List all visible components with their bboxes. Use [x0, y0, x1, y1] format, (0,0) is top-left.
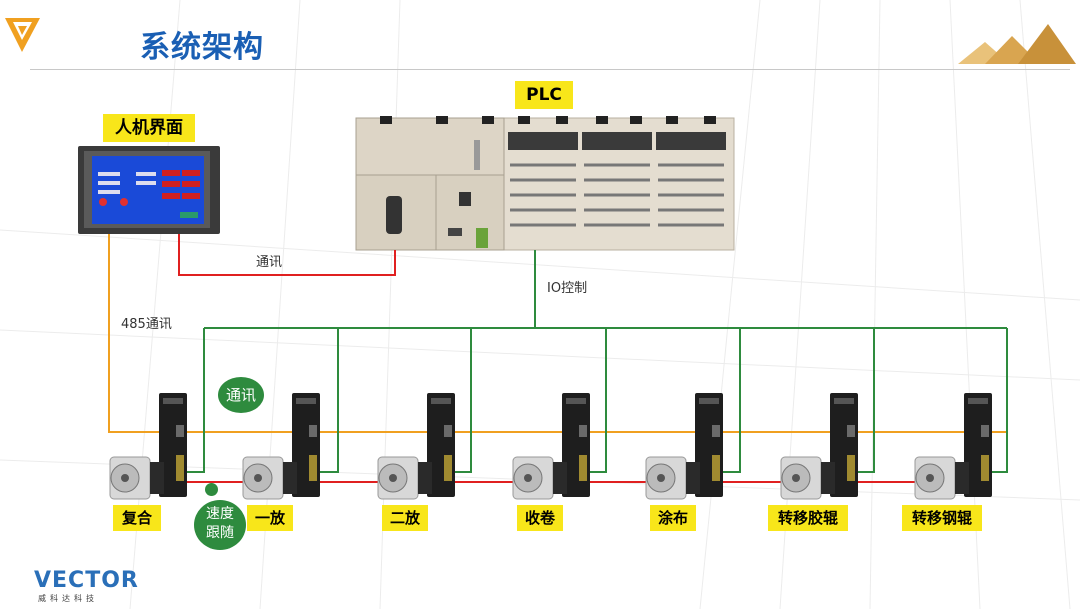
drive-port	[712, 425, 720, 437]
vector-logo: VECTOR	[34, 568, 139, 593]
motor-encoder	[821, 462, 835, 494]
rs485-label: 485通讯	[121, 317, 172, 332]
drive-terminal	[444, 455, 452, 481]
speed-follow-line1: 速度	[206, 506, 234, 522]
drive-port	[847, 425, 855, 437]
io-drop-line	[455, 328, 472, 473]
corner-logo-icon	[5, 18, 40, 52]
io-drop-line	[723, 328, 741, 473]
motor-encoder	[283, 462, 297, 494]
motor-shaft	[254, 474, 262, 482]
comm-bubble: 通讯	[218, 377, 264, 413]
drive-port	[981, 425, 989, 437]
comm-bubble-text: 通讯	[225, 386, 256, 404]
axis-label: 转移胶辊	[768, 505, 848, 531]
motor-encoder	[418, 462, 432, 494]
motor-shaft	[926, 474, 934, 482]
drive-terminal	[579, 455, 587, 481]
drive-port	[579, 425, 587, 437]
hmi-device	[78, 146, 220, 234]
axis-label: 涂布	[650, 505, 696, 531]
drive-port	[309, 425, 317, 437]
bubble-dot-small	[205, 483, 218, 496]
motor-encoder	[686, 462, 700, 494]
drive-display	[968, 398, 988, 404]
drive-display	[834, 398, 854, 404]
motor-shaft	[657, 474, 665, 482]
speed-follow-line2: 跟随	[206, 525, 234, 541]
mountain-decoration-icon	[958, 24, 1076, 64]
io-drop-line	[187, 328, 205, 473]
io-drop-line	[992, 328, 1008, 473]
axis-label: 二放	[382, 505, 428, 531]
io-control-label: IO控制	[547, 281, 588, 296]
drive-display	[566, 398, 586, 404]
io-drop-line	[320, 328, 339, 473]
title-divider	[30, 69, 1070, 70]
vector-logo-subtitle: 威科达科技	[38, 594, 98, 603]
drive-terminal	[847, 455, 855, 481]
io-drop-line	[590, 328, 607, 473]
drive-port	[176, 425, 184, 437]
io-drop-line	[858, 328, 875, 473]
hmi-plc-comm-line	[178, 234, 396, 276]
drive-display	[163, 398, 183, 404]
motor-shaft	[792, 474, 800, 482]
servo-axes	[109, 328, 1008, 500]
drive-terminal	[981, 455, 989, 481]
drive-terminal	[712, 455, 720, 481]
drive-terminal	[176, 455, 184, 481]
plc-device	[355, 116, 735, 251]
drive-terminal	[309, 455, 317, 481]
drive-display	[699, 398, 719, 404]
motor-shaft	[121, 474, 129, 482]
axis-label: 收卷	[517, 505, 563, 531]
axis-label: 一放	[247, 505, 293, 531]
motor-encoder	[955, 462, 969, 494]
drive-port	[444, 425, 452, 437]
comm-label: 通讯	[256, 255, 283, 270]
motor-encoder	[553, 462, 567, 494]
plc-label: PLC	[515, 81, 573, 109]
drive-display	[296, 398, 316, 404]
motor-encoder	[150, 462, 164, 494]
speed-follow-bubble: 速度 跟随	[194, 500, 246, 550]
drive-display	[431, 398, 451, 404]
hmi-label: 人机界面	[103, 114, 195, 142]
axis-label: 转移钢辊	[902, 505, 982, 531]
page-title: 系统架构	[140, 30, 264, 65]
axis-label: 复合	[113, 505, 161, 531]
motor-shaft	[524, 474, 532, 482]
motor-shaft	[389, 474, 397, 482]
